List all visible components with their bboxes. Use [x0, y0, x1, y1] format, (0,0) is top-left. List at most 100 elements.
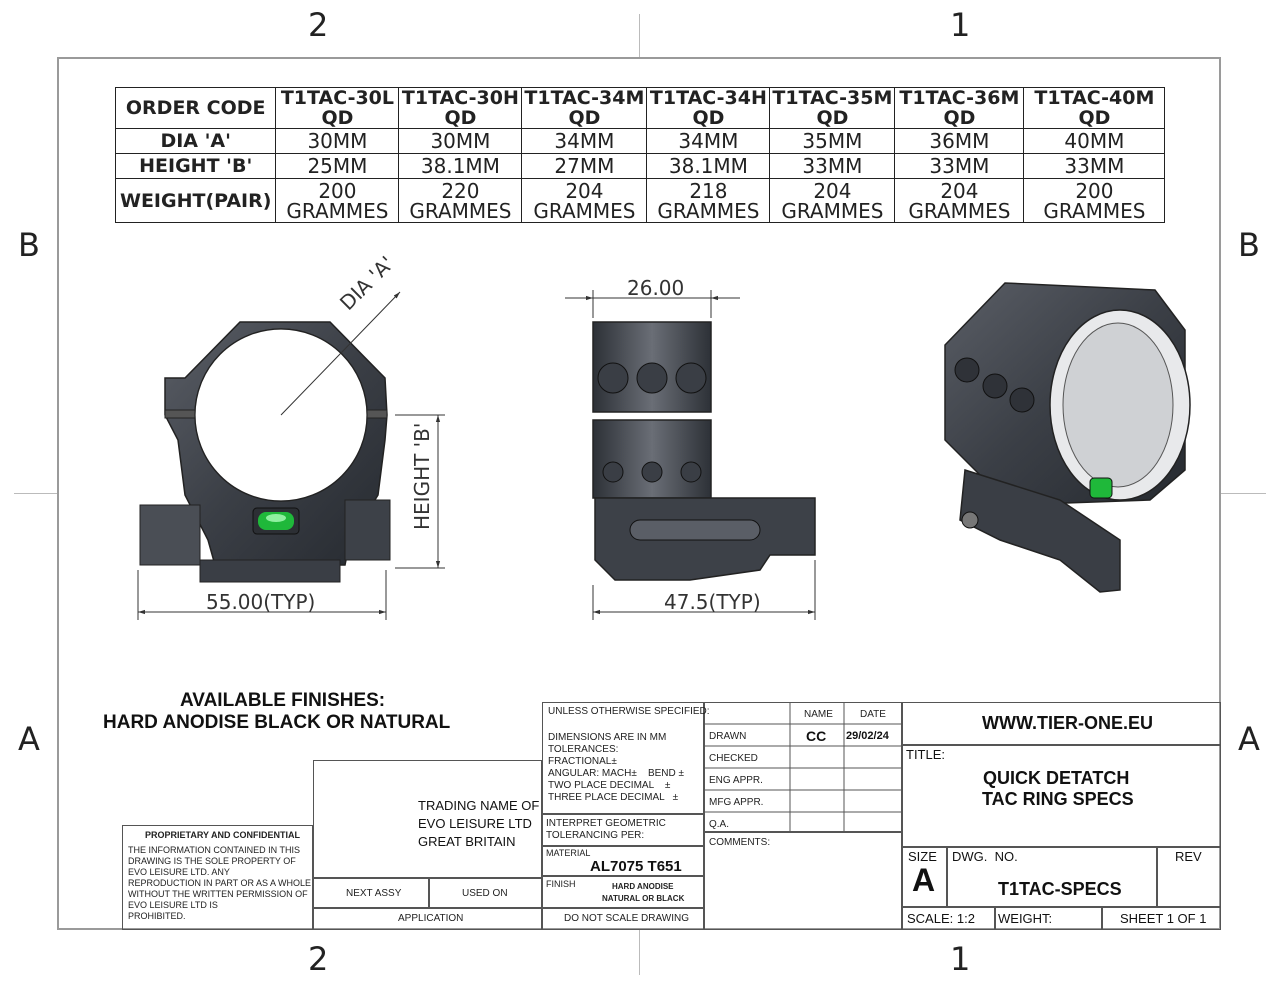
approvals-box [704, 702, 902, 832]
checked-label: CHECKED [709, 753, 758, 764]
finish-label: FINISH [546, 879, 576, 889]
tolerance-line: ANGULAR: MACH± BEND ± [548, 768, 684, 779]
material-label: MATERIAL [546, 848, 591, 858]
row-header: ORDER CODE [114, 87, 277, 129]
proprietary-line: WITHOUT THE WRITTEN PERMISSION OF [128, 889, 308, 899]
zone-label-bottom-1: 1 [950, 940, 971, 978]
scale-box [902, 907, 995, 930]
title-label: TITLE: [906, 747, 946, 762]
row-header: HEIGHT 'B' [114, 153, 277, 179]
proprietary-line: REPRODUCTION IN PART OR AS A WHOLE [128, 878, 312, 888]
finish-value-2: NATURAL OR BLACK [602, 894, 685, 903]
border-tick-bottom [639, 930, 640, 975]
front-view-ring [139, 321, 391, 583]
border-tick-top [639, 14, 640, 57]
proprietary-line: EVO LEISURE LTD IS [128, 900, 218, 910]
trading-line-1: TRADING NAME OF [418, 798, 540, 813]
tolerance-line: DIMENSIONS ARE IN MM [548, 732, 667, 743]
website-text: WWW.TIER-ONE.EU [982, 713, 1153, 733]
title-line-2: TAC RING SPECS [982, 789, 1134, 809]
proprietary-line: THE INFORMATION CONTAINED IN THIS [128, 845, 301, 855]
table-cell: 40MM [1023, 128, 1166, 154]
width-dimension-label: 55.00(TYP) [206, 590, 316, 614]
mfg-appr-label: MFG APPR. [709, 797, 764, 808]
qa-label: Q.A. [709, 819, 730, 830]
proprietary-line: EVO LEISURE LTD. ANY [128, 867, 230, 877]
table-cell: 33MM [894, 153, 1025, 179]
weight-box [995, 907, 1102, 930]
zone-label-right-a: A [1238, 720, 1260, 758]
trading-line-2: EVO LEISURE LTD [418, 816, 532, 831]
tolerance-line: THREE PLACE DECIMAL ± [548, 792, 679, 803]
date-header: DATE [860, 709, 886, 720]
material-box [542, 846, 704, 876]
tolerance-line: FRACTIONAL± [548, 756, 617, 767]
interpret-box [542, 814, 704, 846]
tolerances-box [542, 702, 704, 814]
proprietary-line: PROHIBITED. [128, 911, 186, 921]
table-cell: 30MM [398, 128, 523, 154]
table-row-dia: DIA 'A' 30MM 30MM 34MM 34MM 35MM 36MM 40… [114, 128, 1166, 154]
zone-label-bottom-2: 2 [308, 940, 329, 978]
proprietary-line: DRAWING IS THE SOLE PROPERTY OF [128, 856, 296, 866]
comments-box [704, 832, 902, 930]
eng-appr-label: ENG APPR. [709, 775, 763, 786]
tolerance-line: TOLERANCES: [548, 744, 619, 755]
unless-specified-label: UNLESS OTHERWISE SPECIFIED: [548, 706, 710, 717]
zone-label-top-1: 1 [950, 6, 971, 44]
used-on-label: USED ON [462, 888, 508, 899]
interpret-label: INTERPRET GEOMETRIC TOLERANCING PER: [546, 818, 666, 841]
rev-label: REV [1175, 849, 1202, 864]
application-box [313, 908, 542, 930]
dwg-box [947, 847, 1157, 907]
size-value: A [912, 862, 936, 898]
approvals-grid [704, 702, 902, 832]
scale-label: SCALE: 1:2 [907, 911, 975, 926]
title-box [902, 745, 1221, 847]
height-dimension-label: HEIGHT 'B' [410, 422, 434, 530]
website-box [902, 702, 1221, 745]
zone-label-left-b: B [18, 226, 40, 264]
table-cell: 38.1MM [398, 153, 523, 179]
tolerance-line: TWO PLACE DECIMAL ± [548, 780, 671, 791]
dwg-no-label: DWG. NO. [952, 849, 1018, 864]
size-box [902, 847, 947, 907]
used-on-box [429, 878, 542, 908]
proprietary-box [122, 825, 313, 930]
border-tick-right [1221, 493, 1266, 494]
title-block-left [313, 760, 542, 878]
name-header: NAME [804, 709, 833, 720]
proprietary-title: PROPRIETARY AND CONFIDENTIAL [145, 830, 301, 840]
next-assy-box [313, 878, 429, 908]
drawn-label: DRAWN [709, 731, 747, 742]
row-header: DIA 'A' [114, 128, 277, 154]
row-header: WEIGHT(PAIR) [114, 178, 277, 223]
available-finishes-heading: AVAILABLE FINISHES: [180, 690, 386, 711]
size-label: SIZE [908, 849, 937, 864]
table-cell: 34MM [521, 128, 648, 154]
material-value: AL7075 T651 [590, 858, 682, 875]
zone-label-top-2: 2 [308, 6, 329, 44]
zone-label-left-a: A [18, 720, 40, 758]
do-not-scale-label: DO NOT SCALE DRAWING [564, 913, 690, 924]
rev-box [1157, 847, 1221, 907]
table-cell: 33MM [1023, 153, 1166, 179]
sheet-label: SHEET 1 OF 1 [1120, 911, 1207, 926]
trading-line-3: GREAT BRITAIN [418, 834, 516, 849]
top-dimension-label: 26.00 [627, 276, 685, 300]
drawn-date: 29/02/24 [846, 730, 889, 742]
table-cell: 25MM [275, 153, 400, 179]
table-cell: 30MM [275, 128, 400, 154]
